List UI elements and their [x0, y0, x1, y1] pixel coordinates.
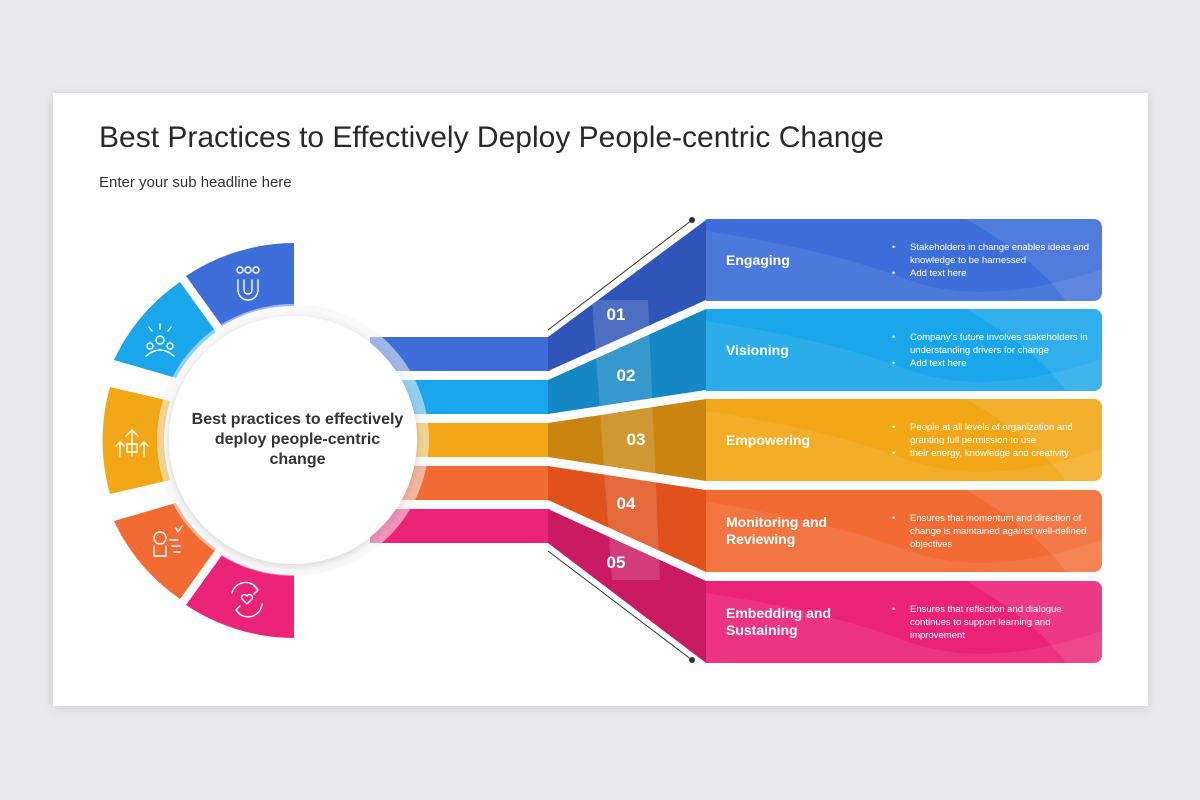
- connector-top: [547, 219, 693, 331]
- bullet: their energy, knowledge and creativity: [892, 447, 1092, 460]
- ribbon-1: [548, 220, 706, 371]
- card-embedding: Embedding and Sustaining Ensures that re…: [706, 581, 1102, 663]
- card-engaging: Engaging Stakeholders in change enables …: [706, 219, 1102, 301]
- step-number-4: 04: [616, 494, 636, 513]
- connector-bottom: [547, 550, 693, 661]
- step-number-1: 01: [606, 305, 626, 324]
- step-number-3: 03: [626, 430, 646, 449]
- team-idea-icon: [145, 323, 175, 357]
- bullet: Company's future involves stakeholders i…: [892, 331, 1092, 357]
- step-number-2: 02: [616, 366, 636, 385]
- page-title: Best Practices to Effectively Deploy Peo…: [99, 121, 884, 154]
- card-bullets: Stakeholders in change enables ideas and…: [892, 219, 1092, 301]
- step-number-5: 05: [606, 553, 626, 572]
- card-label: Engaging: [726, 251, 790, 268]
- connector-dot-bottom: [689, 657, 695, 663]
- card-monitoring: Monitoring and Reviewing Ensures that mo…: [706, 490, 1102, 572]
- growth-arrows-icon: [115, 429, 149, 457]
- cycle-heart-icon: [231, 581, 263, 618]
- bullet: Ensures that momentum and direction of c…: [892, 512, 1092, 551]
- bullet: People at all levels of organization and…: [892, 421, 1092, 447]
- number-strip: [592, 300, 660, 580]
- center-circle: [169, 316, 417, 564]
- card-bullets: Ensures that momentum and direction of c…: [892, 490, 1092, 572]
- card-empowering: Empowering People at all levels of organ…: [706, 399, 1102, 481]
- card-label: Visioning: [726, 341, 789, 358]
- bullet: Add text here: [892, 357, 1092, 370]
- magnet-people-icon: [236, 266, 260, 301]
- ribbon-5: [548, 509, 706, 663]
- monitoring-icon: [153, 525, 183, 557]
- card-label: Embedding and Sustaining: [726, 605, 831, 638]
- card-bullets: Ensures that reflection and dialogue con…: [892, 581, 1092, 663]
- bullet: Add text here: [892, 267, 1092, 280]
- ribbon-3: [548, 399, 706, 481]
- card-bullets: Company's future involves stakeholders i…: [892, 309, 1092, 391]
- connector-dot-top: [689, 217, 695, 223]
- card-visioning: Visioning Company's future involves stak…: [706, 309, 1102, 391]
- arc-segment-5: [186, 555, 294, 638]
- bullet: Stakeholders in change enables ideas and…: [892, 241, 1092, 267]
- card-label: Empowering: [726, 431, 811, 448]
- ribbon-4: [548, 466, 706, 572]
- card-bullets: People at all levels of organization and…: [892, 399, 1092, 481]
- center-circle-text: Best practices to effectively deploy peo…: [191, 411, 404, 468]
- ribbon-group: [548, 220, 706, 663]
- ribbon-2: [548, 309, 706, 414]
- arc-segment-1: [186, 243, 294, 326]
- page-subtitle: Enter your sub headline here: [99, 174, 292, 191]
- arc-segment-3: [102, 387, 170, 494]
- bullet: Ensures that reflection and dialogue con…: [892, 603, 1092, 642]
- card-label: Monitoring and Reviewing: [726, 514, 828, 547]
